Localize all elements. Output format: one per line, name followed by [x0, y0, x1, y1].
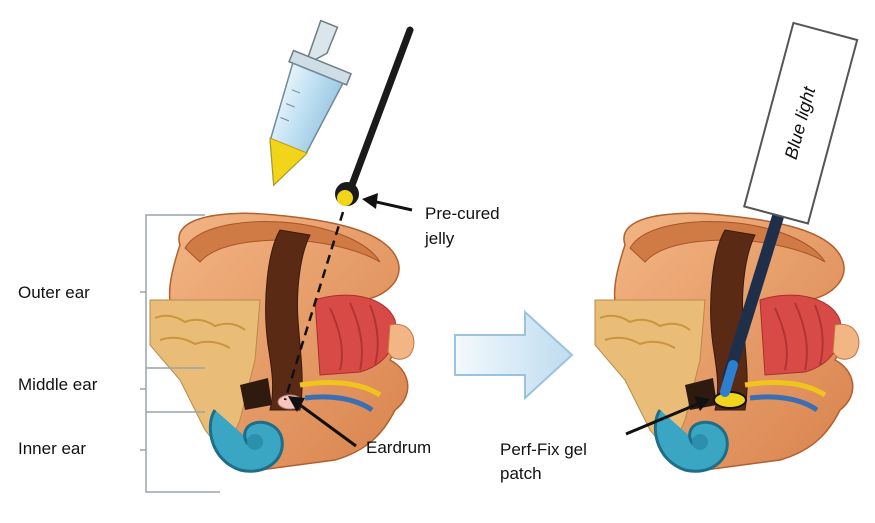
gel-patch-pointer — [625, 396, 710, 436]
process-arrow-icon — [454, 309, 574, 401]
label-perf-fix-gel: Perf-Fix gel — [500, 440, 587, 459]
ear-region-bracket — [140, 214, 220, 493]
applicator-probe-icon — [335, 26, 414, 206]
eardrum-pointer — [288, 396, 357, 448]
microcentrifuge-tube-icon — [269, 19, 353, 187]
label-eardrum: Eardrum — [366, 438, 432, 457]
label-pre-cured: Pre-cured — [425, 204, 500, 223]
label-jelly: jelly — [425, 229, 455, 248]
right-ear-cross-section — [594, 212, 860, 473]
left-ear-cross-section — [149, 211, 415, 473]
blue-light-device-icon — [720, 21, 859, 397]
label-outer-ear: Outer ear — [18, 283, 90, 302]
pre-cured-jelly-pointer — [362, 193, 413, 212]
cochlea-right — [653, 409, 729, 473]
label-patch: patch — [500, 464, 542, 483]
label-inner-ear: Inner ear — [18, 439, 87, 458]
label-middle-ear: Middle ear — [18, 375, 98, 394]
perf-fix-gel-patch — [713, 391, 747, 409]
cochlea-left — [208, 409, 284, 473]
